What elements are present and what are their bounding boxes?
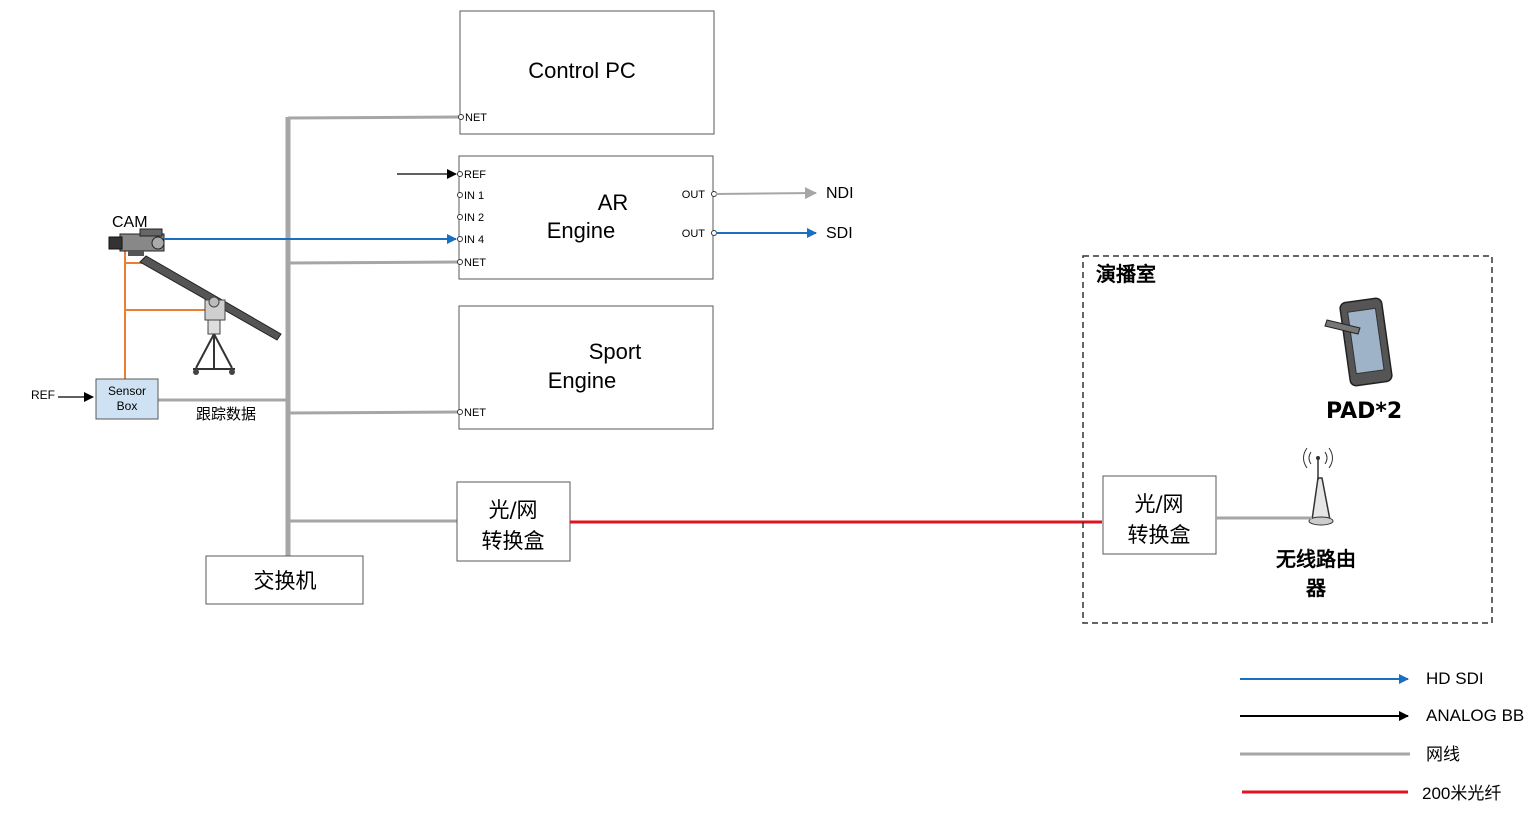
control-pc-title: Control PC [528,58,636,83]
legend: HD SDI ANALOG BB 网线 200米光纤 [1240,669,1524,803]
router-label-line1: 无线路由 [1276,547,1356,571]
tripod-icon [193,296,235,375]
legend-hd-sdi-label: HD SDI [1426,669,1484,688]
ar-engine-in4-port: IN 4 [464,234,484,246]
sensor-box-line2: Box [117,399,138,413]
sport-engine-box: Sport Engine NET [457,305,714,430]
converter-right-line1: 光/网 [1134,492,1183,516]
switch-box: 交换机 [205,555,364,605]
ar-engine-out2-port: OUT [682,228,706,240]
camera-jib-illustration: CAM [108,214,282,379]
ar-engine-out1-port: OUT [682,189,706,201]
ar-engine-net-port: NET [464,257,486,269]
sport-engine-title-line2: Engine [548,368,617,393]
legend-analog-label: ANALOG BB [1426,706,1524,725]
router-label-line2: 器 [1305,576,1327,600]
converter-left-line2: 转换盒 [482,529,545,553]
sensor-box: Sensor Box [95,378,159,420]
converter-left-line1: 光/网 [488,498,537,522]
switch-label: 交换机 [254,569,317,593]
tracking-data-label: 跟踪数据 [196,405,256,423]
legend-network-label: 网线 [1426,745,1460,764]
ar-engine-ref-port: REF [464,169,486,181]
sport-engine-title-line1: Sport [589,339,642,364]
tablet-icon [1324,297,1393,387]
studio-area: 演播室 PAD*2 无线路由 器 光/网 转换盒 [1082,255,1493,624]
router-icon [1303,447,1334,526]
ar-engine-title-line1: AR [598,190,629,215]
ndi-arrow [715,187,817,200]
ndi-label: NDI [826,185,854,202]
converter-right-line2: 转换盒 [1128,523,1191,547]
sensor-box-line1: Sensor [108,384,146,398]
control-pc-box: Control PC NET [458,10,715,135]
ar-engine-box: AR Engine REF IN 1 IN 2 IN 4 NET OUT OUT [457,155,717,280]
ref-left-label: REF [31,388,55,402]
network-bus [157,115,461,556]
sport-engine-net-port: NET [464,407,486,419]
camera-icon [108,228,165,256]
ar-engine-in1-port: IN 1 [464,190,484,202]
control-pc-net-port: NET [465,112,487,124]
ar-engine-in2-port: IN 2 [464,212,484,224]
pad-label: PAD*2 [1326,399,1402,424]
converter-box-left: 光/网 转换盒 [456,481,571,562]
cam-label: CAM [112,214,148,231]
studio-label: 演播室 [1096,262,1156,286]
legend-fiber-label: 200米光纤 [1422,784,1501,803]
sdi-label: SDI [826,225,853,242]
converter-box-right: 光/网 转换盒 [1102,475,1217,555]
ar-engine-title-line2: Engine [547,218,616,243]
